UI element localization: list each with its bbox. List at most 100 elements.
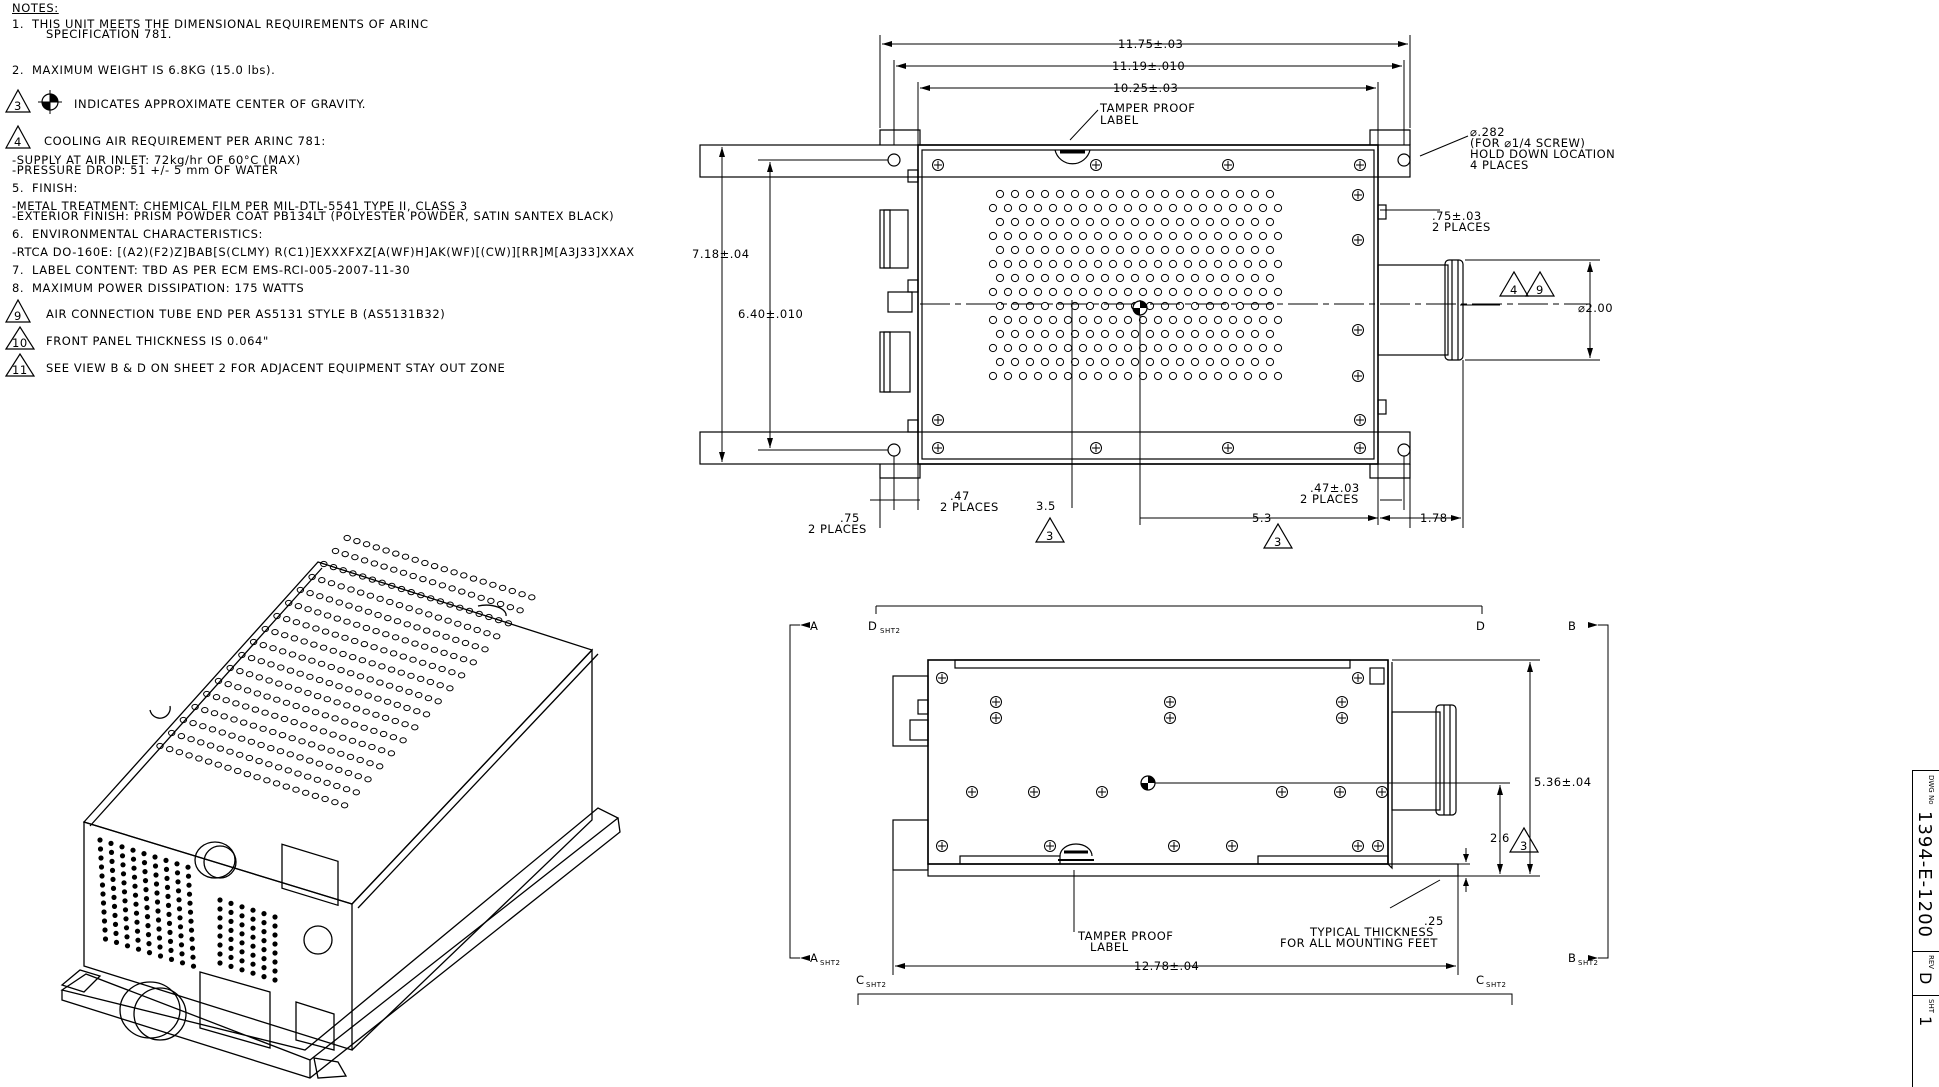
- vent-hole: [1190, 273, 1200, 283]
- side-arrowheads: [800, 622, 1598, 969]
- iso-vent-hole: [273, 612, 281, 620]
- screw: [1164, 696, 1176, 708]
- vent-hole: [1220, 217, 1230, 227]
- mount-hole-tl: [887, 153, 901, 167]
- iso-foot-right: [313, 1057, 348, 1079]
- iso-vent-hole: [444, 617, 452, 624]
- iso-vent-hole: [387, 666, 396, 673]
- iso-front-hole: [98, 855, 104, 861]
- iso-front-hole: [178, 942, 185, 948]
- iso-vent-hole: [259, 642, 267, 649]
- vent-hole: [1235, 329, 1245, 339]
- iso-vent-hole: [185, 752, 193, 759]
- iso-vent-hole: [430, 646, 439, 653]
- iso-front-hole: [111, 894, 117, 901]
- iso-vent-hole: [345, 602, 353, 609]
- foot-top-left: [879, 129, 921, 145]
- iso-vent-hole: [417, 675, 425, 683]
- iso-vent-hole: [187, 736, 195, 743]
- iso-vent-hole: [446, 685, 454, 692]
- iso-vent-hole: [226, 664, 234, 672]
- iso-vent-hole: [489, 581, 497, 588]
- iso-front-hole: [100, 891, 106, 897]
- iso-vent-hole: [415, 608, 423, 615]
- vent-hole: [995, 273, 1005, 283]
- vent-hole: [1265, 217, 1275, 227]
- iso-front-hole: [165, 893, 171, 900]
- note-8-text: MAXIMUM POWER DISSIPATION: 175 WATTS: [32, 281, 305, 295]
- iso-vent-hole: [315, 676, 324, 684]
- vent-hole: [1033, 203, 1043, 213]
- screw: [990, 696, 1002, 708]
- vent-hole: [1190, 217, 1200, 227]
- vent-hole: [1190, 357, 1200, 367]
- iso-front-hole: [217, 897, 223, 903]
- iso-vent-hole: [463, 623, 472, 631]
- vent-hole: [1265, 189, 1275, 199]
- typical-thickness-2: FOR ALL MOUNTING FEET: [1280, 936, 1438, 950]
- iso-front-hole: [261, 911, 267, 917]
- iso-front-hole: [189, 945, 196, 951]
- side-foot-left: [959, 855, 1061, 865]
- iso-front-hole: [110, 876, 116, 883]
- vent-hole: [1123, 259, 1133, 269]
- iso-vent-hole: [243, 771, 252, 778]
- iso-front-hole: [141, 860, 148, 866]
- dim-cg-35: 3.5: [1036, 499, 1056, 513]
- screw: [1096, 786, 1108, 798]
- iso-vent-hole: [384, 615, 392, 622]
- iso-vent-hole: [401, 637, 409, 644]
- iso-vent-hole: [434, 698, 442, 705]
- iso-front-hole: [146, 950, 153, 956]
- iso-vent-hole: [304, 606, 312, 613]
- iso-front-hole: [113, 939, 120, 946]
- iso-vent-hole: [321, 795, 329, 803]
- iso-front-hole: [120, 871, 127, 877]
- note-7-text: LABEL CONTENT: TBD AS PER ECM EMS-RCI-00…: [32, 263, 411, 277]
- air-tube: [1377, 264, 1449, 356]
- iso-front-hole: [175, 888, 182, 894]
- iso-vent-hole: [401, 721, 409, 728]
- iso-vent-hole: [424, 695, 433, 702]
- iso-vent-hole: [308, 741, 316, 748]
- iso-front-hole: [168, 947, 174, 954]
- iso-vent-hole: [379, 730, 388, 738]
- vent-hole: [988, 287, 998, 297]
- vent-hole: [1198, 231, 1208, 241]
- iso-front-hole: [272, 977, 278, 983]
- iso-vent-hole: [340, 802, 349, 809]
- vent-hole: [995, 357, 1005, 367]
- iso-front-hole: [133, 910, 140, 916]
- note-5-number: 5.: [12, 181, 25, 195]
- vent-hole: [1273, 231, 1283, 241]
- vent-hole: [1115, 189, 1125, 199]
- section-c-sht2-right-sub: SHT2: [1486, 981, 1506, 989]
- iso-vent-hole: [366, 760, 374, 767]
- iso-vent-hole: [327, 580, 336, 587]
- iso-front-hole: [261, 938, 267, 944]
- iso-front-hole: [101, 918, 108, 924]
- vent-hole: [1003, 315, 1013, 325]
- iso-vent-hole: [432, 630, 441, 637]
- rev-value: D: [1916, 972, 1935, 985]
- iso-vent-hole: [319, 644, 328, 651]
- vent-hole: [1048, 231, 1058, 241]
- vent-hole: [1265, 301, 1275, 311]
- hole-spec-2: (FOR ⌀1/4 SCREW): [1470, 136, 1585, 150]
- iso-vent-hole: [273, 696, 281, 703]
- vent-hole: [1160, 217, 1170, 227]
- vent-hole: [1228, 203, 1238, 213]
- iso-vent-hole: [358, 657, 367, 664]
- iso-vent-hole: [240, 719, 248, 726]
- iso-front-hole: [177, 915, 183, 921]
- iso-vent-hole: [294, 686, 302, 693]
- iso-vent-hole: [442, 633, 450, 640]
- vent-hole: [1213, 315, 1223, 325]
- vent-hole: [1055, 357, 1065, 367]
- vent-hole: [1040, 245, 1050, 255]
- iso-vent-hole: [360, 724, 368, 731]
- iso-front-hole: [163, 866, 170, 873]
- screw: [1352, 324, 1364, 336]
- vent-hole: [1078, 371, 1088, 381]
- rev-cell: REV D: [1913, 951, 1939, 996]
